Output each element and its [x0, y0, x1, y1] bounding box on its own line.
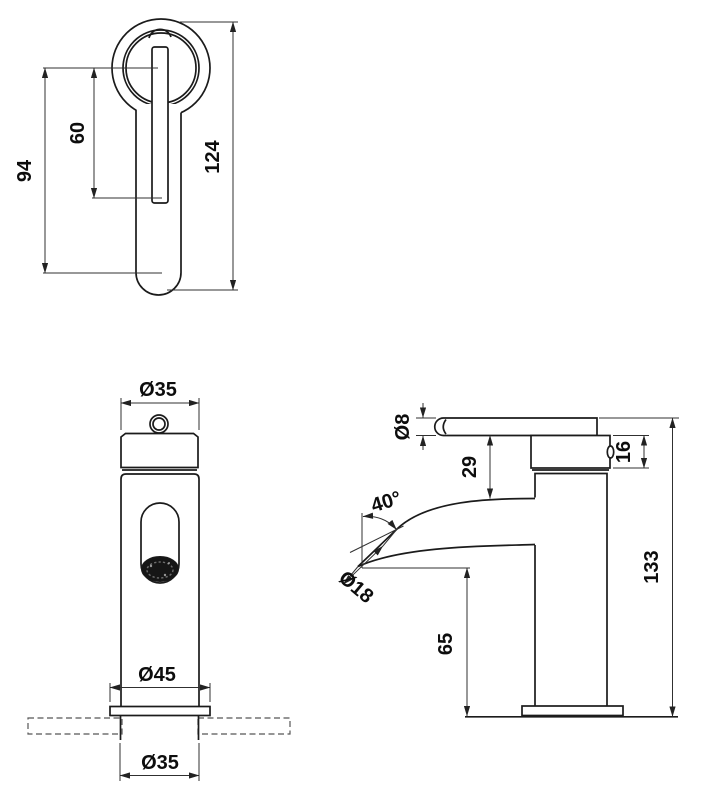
dim-line-spout-dia — [342, 545, 384, 585]
handle-bar-side — [433, 417, 598, 437]
body-side — [534, 472, 608, 706]
dim-label-angle: 40° — [369, 487, 404, 517]
dim-label-flange-dia: Ø45 — [138, 664, 176, 686]
dim-label-60: 60 — [67, 122, 89, 144]
dim-label-133: 133 — [641, 550, 663, 583]
base-flange-side — [521, 705, 624, 717]
spout-upper-edge — [396, 497, 536, 530]
handle-top-outline — [135, 109, 182, 296]
spout-tip-face — [357, 527, 399, 568]
lever-bar-top — [151, 46, 169, 204]
aerator-knurl — [146, 561, 174, 579]
dim-label-29: 29 — [459, 456, 481, 478]
set-screw — [606, 445, 615, 459]
front-view: Ø35 Ø45 Ø35 — [27, 379, 291, 781]
dim-label-65: 65 — [435, 633, 457, 655]
angle-arc — [362, 512, 397, 530]
dim-label-124: 124 — [202, 139, 224, 173]
lever-pin-arc — [148, 28, 172, 39]
base-flange-front — [109, 705, 211, 717]
dim-label-body-dia: Ø35 — [139, 379, 177, 401]
side-view: 40° Ø18 Ø8 29 16 65 133 — [334, 403, 679, 718]
top-view: 94 60 124 — [14, 18, 238, 296]
deck-right — [197, 717, 291, 735]
handle-bar-endcap — [442, 418, 447, 435]
aerator — [141, 556, 179, 582]
dim-label-94: 94 — [14, 159, 36, 182]
dim-label-16: 16 — [613, 441, 635, 463]
dim-label-shank-dia: Ø35 — [141, 752, 179, 774]
deck-left — [27, 717, 123, 735]
cartridge-cap — [120, 432, 199, 469]
cap-pin-inner — [152, 417, 166, 431]
spout-window — [140, 502, 180, 584]
dim-label-bar-dia: Ø8 — [392, 414, 414, 441]
spout-lower-edge — [357, 543, 536, 568]
dim-label-spout-dia: Ø18 — [334, 567, 377, 608]
cartridge-cap-side — [530, 434, 611, 469]
